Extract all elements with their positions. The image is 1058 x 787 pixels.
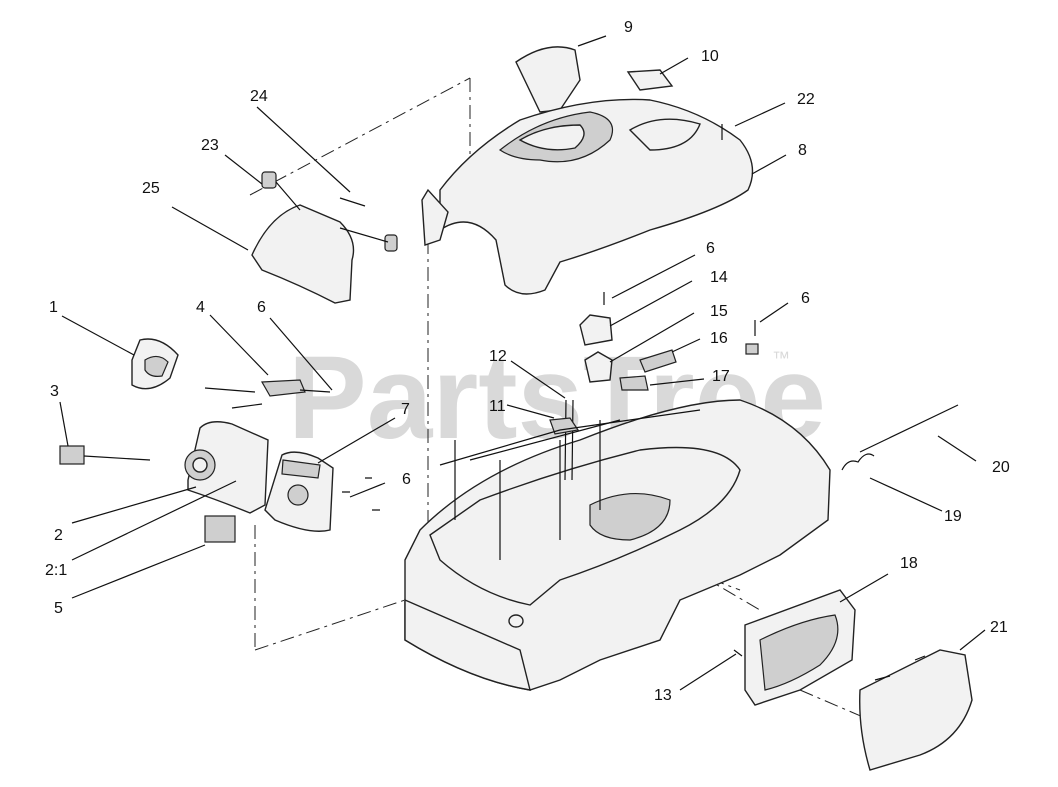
callout-16: 16 [710,330,728,347]
callout-18: 18 [900,555,918,572]
callout-17: 17 [712,368,730,385]
callout-6-right: 6 [801,290,810,307]
callout-labels: 1 2 2:1 3 4 5 6 6 6 6 7 8 9 10 11 12 13 … [45,19,1010,704]
electrical-parts [59,338,331,543]
callout-6-upper: 6 [706,240,715,257]
callout-20: 20 [992,459,1010,476]
callout-1: 1 [49,299,58,316]
callout-19: 19 [944,508,962,525]
main-body [404,399,831,691]
chute-assembly [744,589,973,771]
callout-25: 25 [142,180,160,197]
callout-5: 5 [54,600,63,617]
seat-pad [515,46,581,113]
callout-3: 3 [50,383,59,400]
rod-and-spring [841,404,959,471]
callout-11: 11 [489,398,506,415]
fasteners [342,124,756,657]
callout-2: 2 [54,527,63,544]
callout-12: 12 [489,348,507,365]
callout-23: 23 [201,137,219,154]
callout-15: 15 [710,303,728,320]
decal [626,69,674,91]
callout-22: 22 [797,91,815,108]
callout-10: 10 [701,48,719,65]
callout-21: 21 [990,619,1008,636]
callout-6-left: 6 [257,299,266,316]
rear-cover-assembly [251,171,398,304]
callout-6-panel: 6 [402,471,411,488]
watermark-trademark: ™ [772,348,790,368]
callout-8: 8 [798,142,807,159]
cable-assembly [439,314,759,481]
leader-lines [59,35,986,691]
callout-13: 13 [654,687,672,704]
callout-9: 9 [624,19,633,36]
control-panel-assembly [184,421,334,532]
callout-24: 24 [250,88,268,105]
callout-4: 4 [196,299,205,316]
callout-14: 14 [710,269,728,286]
top-cover [421,98,754,295]
callout-2-1: 2:1 [45,562,67,579]
callout-7: 7 [401,401,410,418]
